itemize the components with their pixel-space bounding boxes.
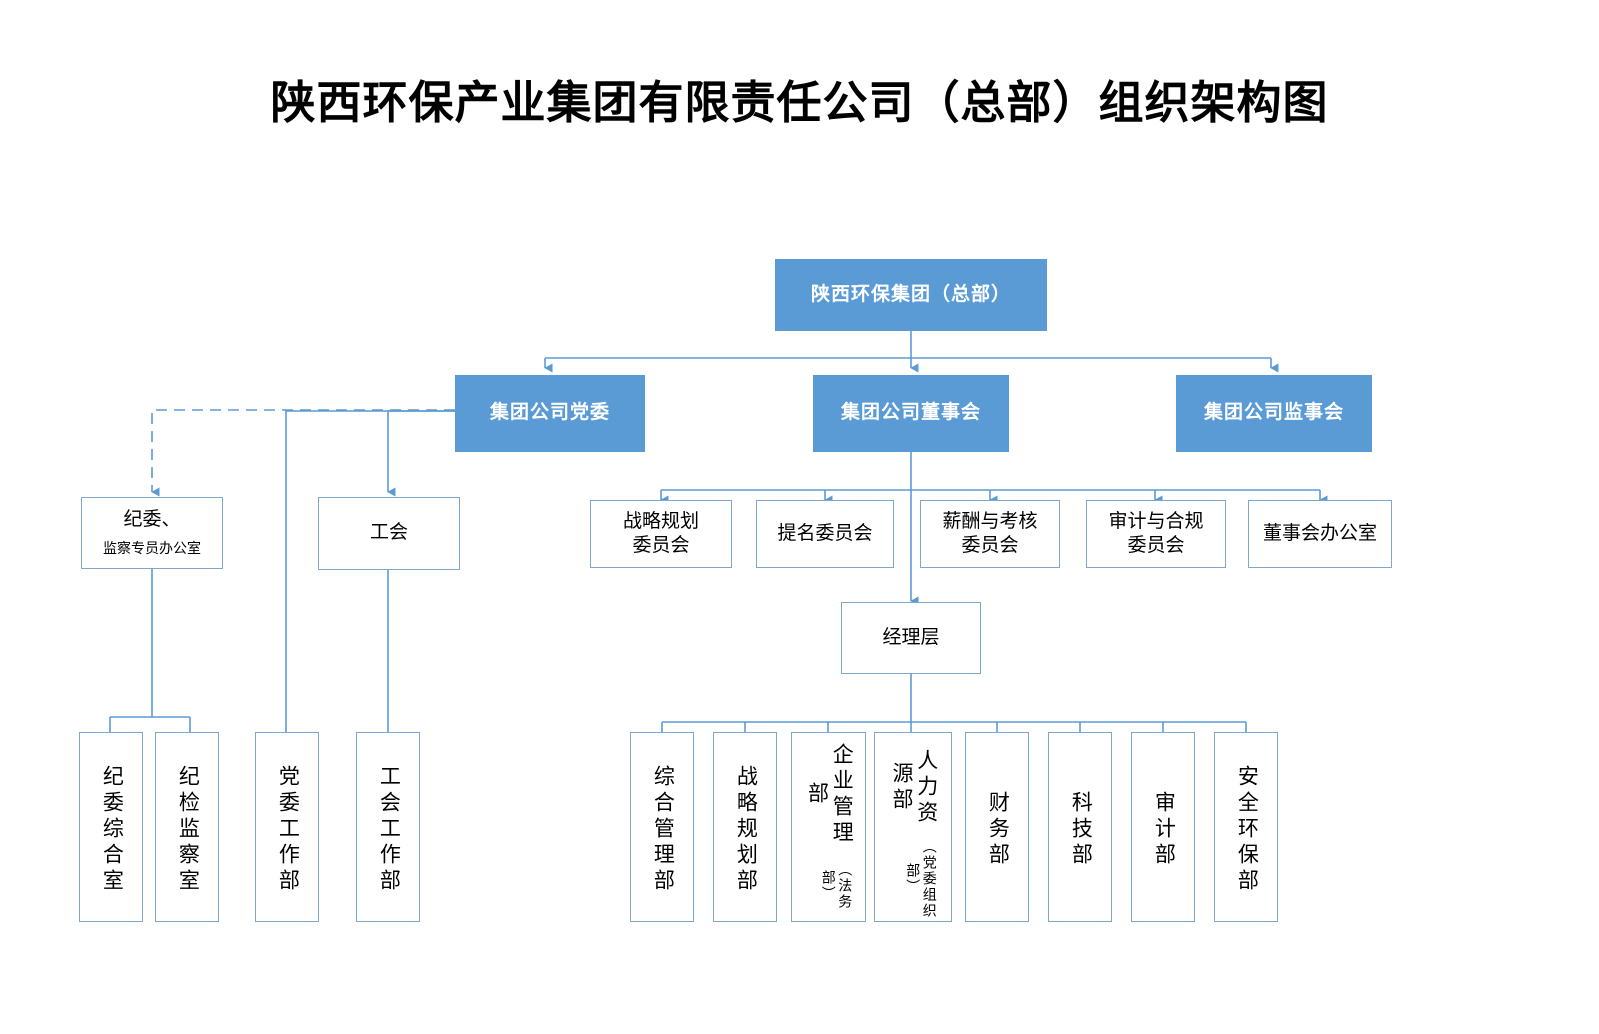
node-board-of-directors[interactable]: 集团公司董事会 <box>813 375 1009 452</box>
committee-2-line1: 薪酬与考核 <box>942 510 1038 532</box>
party-dept-3-label: 工会工作部 <box>377 765 401 895</box>
committee-0-line1: 战略规划 <box>622 510 699 532</box>
committee-3-line2: 委员会 <box>1127 535 1185 556</box>
page-title: 陕西环保产业集团有限责任公司（总部）组织架构图 <box>270 78 1329 128</box>
node-labor-union-label: 工会 <box>369 522 408 544</box>
party-dept-1[interactable]: 纪检监察室 <box>155 732 219 922</box>
committee-1[interactable]: 提名委员会 <box>756 500 894 568</box>
node-discipline-office-line2: 监察专员办公室 <box>103 540 201 557</box>
func-dept-2-sub: （法务部） <box>820 862 854 911</box>
node-board-of-supervisors-label: 集团公司监事会 <box>1203 402 1344 424</box>
committee-1-line1: 提名委员会 <box>777 522 873 544</box>
func-dept-5-label: 科技部 <box>1069 791 1093 869</box>
func-dept-7[interactable]: 安全环保部 <box>1214 732 1278 922</box>
node-party-committee-label: 集团公司党委 <box>489 402 610 424</box>
node-management-layer[interactable]: 经理层 <box>841 602 981 674</box>
party-dept-0-label: 纪委综合室 <box>100 765 124 895</box>
party-dept-2[interactable]: 党委工作部 <box>255 732 319 922</box>
committee-0[interactable]: 战略规划 委员会 <box>590 500 732 568</box>
committee-0-line2: 委员会 <box>632 535 690 556</box>
committee-2[interactable]: 薪酬与考核 委员会 <box>920 500 1060 568</box>
func-dept-6-label: 审计部 <box>1152 791 1176 869</box>
node-discipline-office[interactable]: 纪委、 监察专员办公室 <box>81 497 223 569</box>
node-root[interactable]: 陕西环保集团（总部） <box>775 259 1047 331</box>
func-dept-7-label: 安全环保部 <box>1235 765 1259 895</box>
func-dept-1-label: 战略规划部 <box>734 765 758 895</box>
node-root-label: 陕西环保集团（总部） <box>810 283 1011 305</box>
func-dept-5[interactable]: 科技部 <box>1048 732 1112 922</box>
committee-3[interactable]: 审计与合规 委员会 <box>1086 500 1226 568</box>
node-discipline-office-line1: 纪委、 <box>123 509 181 531</box>
func-dept-4-label: 财务部 <box>986 791 1010 869</box>
node-management-layer-label: 经理层 <box>882 626 940 648</box>
party-dept-0[interactable]: 纪委综合室 <box>79 732 143 922</box>
func-dept-0-label: 综合管理部 <box>651 765 675 895</box>
func-dept-3-sub: （党委组织部） <box>905 838 938 919</box>
func-dept-6[interactable]: 审计部 <box>1131 732 1195 922</box>
committee-3-line1: 审计与合规 <box>1108 510 1204 532</box>
party-dept-2-label: 党委工作部 <box>276 765 300 895</box>
party-dept-3[interactable]: 工会工作部 <box>356 732 420 922</box>
party-dept-1-label: 纪检监察室 <box>176 765 200 895</box>
node-party-committee[interactable]: 集团公司党委 <box>455 375 645 452</box>
func-dept-3-label: 人力资源部 <box>890 748 938 827</box>
func-dept-2-label: 企业管理部 <box>805 743 854 848</box>
committee-2-line2: 委员会 <box>961 535 1019 556</box>
func-dept-0[interactable]: 综合管理部 <box>630 732 694 922</box>
node-board-of-directors-label: 集团公司董事会 <box>840 402 981 424</box>
func-dept-1[interactable]: 战略规划部 <box>713 732 777 922</box>
committee-4-line1: 董事会办公室 <box>1262 522 1377 544</box>
func-dept-4[interactable]: 财务部 <box>965 732 1029 922</box>
committee-4[interactable]: 董事会办公室 <box>1248 500 1392 568</box>
func-dept-2[interactable]: 企业管理部 （法务部） <box>791 732 866 922</box>
func-dept-3[interactable]: 人力资源部 （党委组织部） <box>874 732 952 922</box>
node-board-of-supervisors[interactable]: 集团公司监事会 <box>1176 375 1372 452</box>
node-labor-union[interactable]: 工会 <box>318 497 460 570</box>
